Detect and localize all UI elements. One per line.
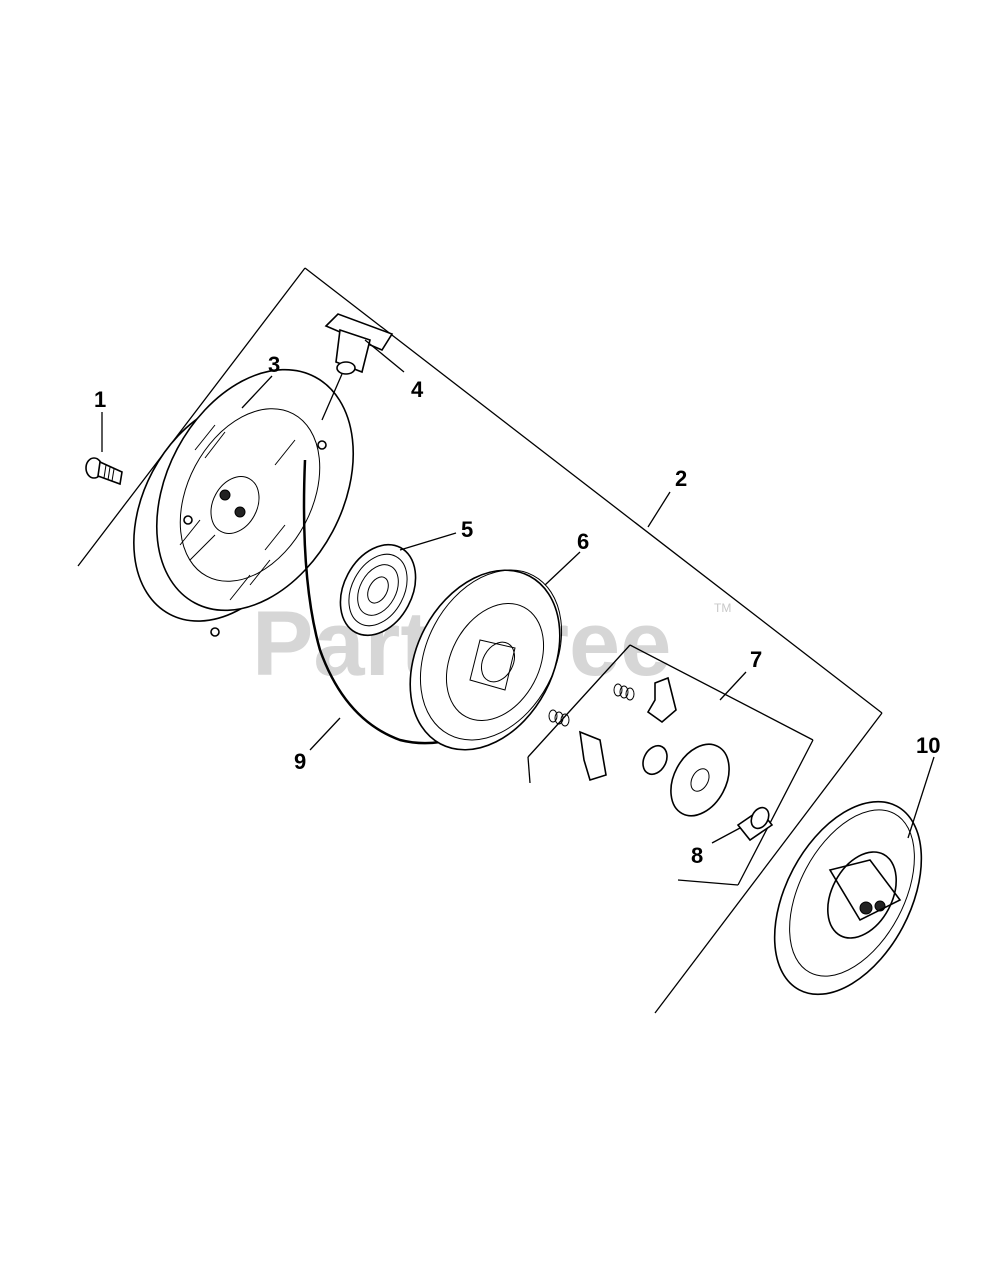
- callout-2: 2: [675, 466, 687, 491]
- part-1-bolt[interactable]: [85, 457, 123, 486]
- part-7-pawl-kit[interactable]: [548, 676, 741, 826]
- assembly-bracket-2: [77, 267, 883, 1014]
- callout-7: 7: [750, 647, 762, 672]
- callout-4: 4: [411, 377, 424, 402]
- part-6-reel-pulley[interactable]: [380, 544, 589, 776]
- part-5-recoil-spring[interactable]: [325, 532, 430, 649]
- callout-10: 10: [916, 733, 940, 758]
- part-4-starter-handle[interactable]: [321, 313, 394, 421]
- callout-6: 6: [577, 529, 589, 554]
- callout-3: 3: [268, 352, 280, 377]
- part-9-starter-rope[interactable]: [302, 459, 441, 745]
- callout-5: 5: [461, 517, 473, 542]
- assembly-bracket-7: [527, 644, 814, 886]
- part-10-starter-cup[interactable]: [744, 777, 951, 1019]
- callout-8: 8: [691, 843, 703, 868]
- leader-lines: [101, 339, 935, 844]
- callout-1: 1: [94, 387, 106, 412]
- part-8-screw[interactable]: [736, 805, 774, 842]
- watermark-trademark: TM: [714, 601, 731, 615]
- callout-9: 9: [294, 749, 306, 774]
